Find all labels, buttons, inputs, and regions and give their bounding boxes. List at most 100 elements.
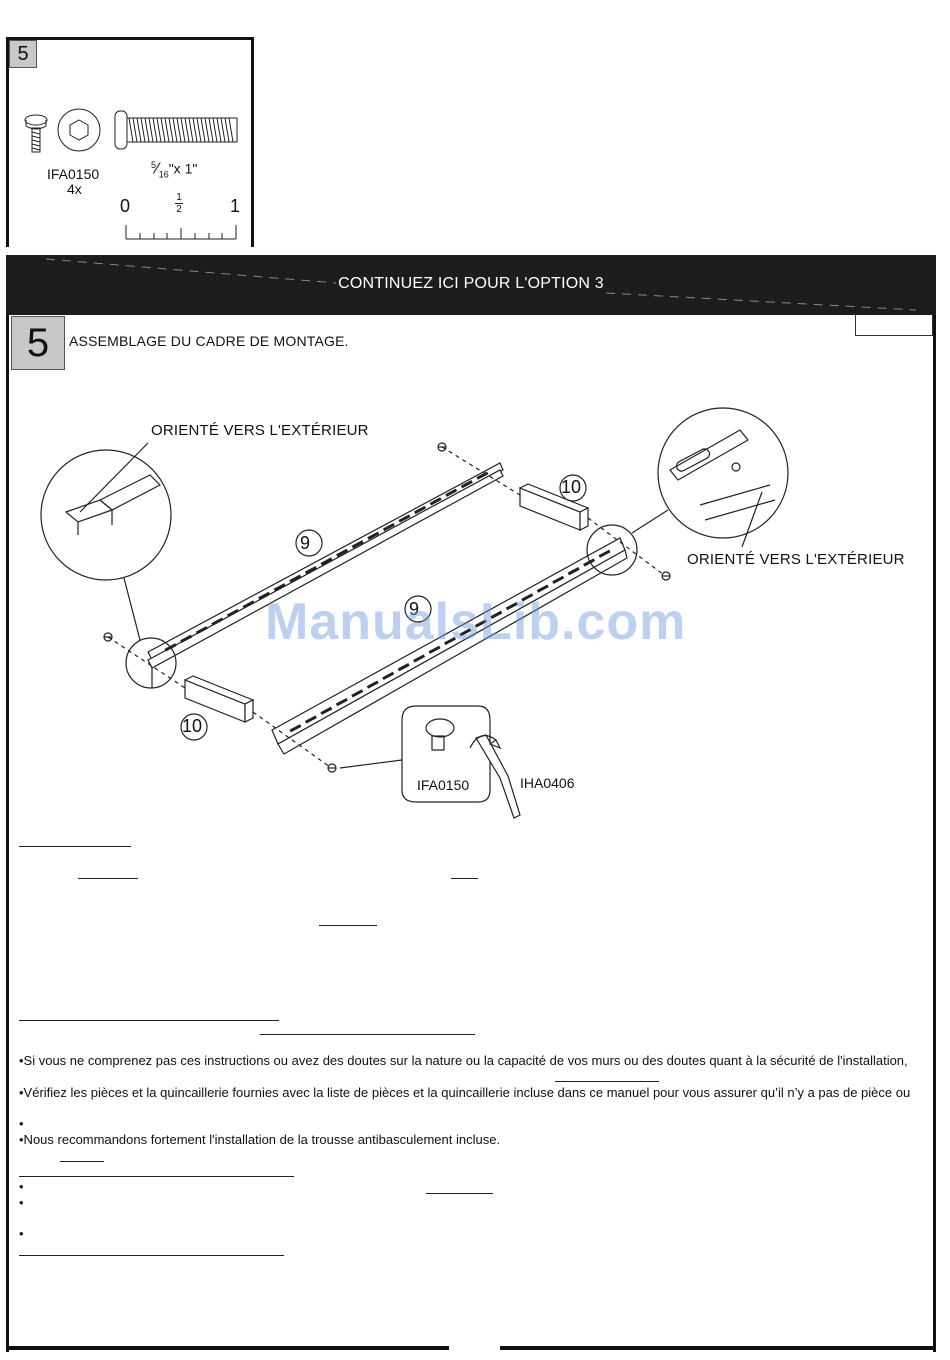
rail-slot <box>398 514 411 523</box>
part-label-9-upper: 9 <box>300 533 311 553</box>
rail-slot <box>460 480 473 489</box>
rail-slot <box>304 715 317 724</box>
note-line-2: •Vérifiez les pièces et la quincaillerie… <box>19 1085 911 1100</box>
screw-detail-icon <box>425 718 455 751</box>
rail-slot <box>258 591 271 601</box>
redacted-line <box>260 1034 475 1035</box>
rail-slot <box>195 626 208 635</box>
screw-icon <box>661 571 671 581</box>
rail-slot <box>459 628 472 637</box>
rail-slot <box>552 575 565 585</box>
part-label-10-lower: 10 <box>182 716 203 736</box>
bottom-border-right <box>500 1346 936 1350</box>
redacted-line <box>19 846 131 847</box>
hardware-part-code: IFA0150 <box>47 166 100 182</box>
rail-slot <box>242 600 255 609</box>
option-banner: CONTINUEZ ICI POUR L'OPTION 3 <box>6 255 936 315</box>
banner-dashes <box>45 258 917 311</box>
rail-slot <box>521 593 534 602</box>
hardware-illustration <box>24 108 238 240</box>
callout-left: ORIENTÉ VERS L'EXTÉRIEUR <box>151 422 369 439</box>
detail-circle-left <box>40 449 172 581</box>
screw-icon <box>437 442 447 452</box>
rail-slot <box>598 549 611 558</box>
banner-text: CONTINUEZ ICI POUR L'OPTION 3 <box>338 275 604 292</box>
rail-slot <box>320 557 333 566</box>
rail-slot <box>367 531 380 540</box>
corner-tab <box>855 314 933 336</box>
detail-bracket-right <box>669 429 776 521</box>
bolt-size-numerator: 5 <box>151 160 157 170</box>
rail-slot <box>428 645 441 654</box>
part-9-bubble-upper <box>295 529 323 557</box>
detail-target-right <box>586 524 638 576</box>
rail-slot <box>536 584 549 593</box>
rail-slot <box>414 505 427 515</box>
rail-slot <box>429 497 442 506</box>
scale-one: 1 <box>230 196 241 216</box>
hex-wrench-icon <box>469 734 521 819</box>
rail-slot <box>474 619 487 628</box>
rail-slot <box>289 724 302 733</box>
bolt-size-length: "x 1" <box>168 160 198 177</box>
part-10-bubble-lower <box>180 713 208 741</box>
screw-code-label: IFA0150 <box>417 777 470 793</box>
rail-slot <box>366 680 379 689</box>
watermark: ManualsLib.com <box>265 593 687 651</box>
rail-slot <box>583 558 596 567</box>
wrench-code-label: IHA0406 <box>520 775 575 791</box>
step-box: 5 ASSEMBLAGE DU CADRE DE MONTAGE. <box>6 314 936 1352</box>
rail-slot <box>567 567 580 576</box>
rail-slot <box>382 522 395 532</box>
step-number: 5 <box>11 316 65 370</box>
spacer-10-upper <box>518 483 590 531</box>
note-bullet: • <box>19 1179 24 1194</box>
rail-slot <box>289 574 302 583</box>
rail-slot <box>505 601 518 611</box>
rail-slot <box>490 610 503 619</box>
redacted-line <box>78 878 138 879</box>
rail-slot <box>413 654 426 663</box>
redacted-line <box>19 1255 284 1256</box>
redacted-line <box>60 1161 104 1162</box>
rail-slot <box>351 540 364 549</box>
bolt-size: 5⁄16"x 1" <box>151 160 198 180</box>
note-bullet: • <box>19 1116 24 1131</box>
part-9-bubble-lower <box>404 595 432 623</box>
step-title: ASSEMBLAGE DU CADRE DE MONTAGE. <box>69 333 349 349</box>
note-bullet: • <box>19 1226 24 1241</box>
rail-slot <box>382 671 395 681</box>
part-label-10-upper: 10 <box>561 477 582 497</box>
rail-slot <box>304 565 317 575</box>
scale-zero: 0 <box>120 196 131 216</box>
redacted-line <box>426 1193 493 1194</box>
screw-icon <box>327 763 337 773</box>
scale-half-numerator: 1 <box>176 192 182 203</box>
scale-half-denominator: 2 <box>175 203 183 215</box>
rail-slot <box>164 643 177 652</box>
screw-detail-frame <box>401 705 491 803</box>
bottom-border-left <box>6 1346 449 1350</box>
detail-bracket-left <box>64 474 162 535</box>
rail-slot <box>351 689 364 698</box>
assembly-diagram <box>40 407 789 819</box>
screw-icon <box>103 632 113 642</box>
hex-head-icon <box>57 108 101 152</box>
rail-slot <box>211 617 224 626</box>
rail-slot <box>273 583 286 592</box>
scale-ruler <box>125 225 237 240</box>
callout-right: ORIENTÉ VERS L'EXTÉRIEUR <box>687 551 905 568</box>
rail-slot <box>476 471 489 480</box>
hardware-quantity: 4x <box>67 181 82 197</box>
redacted-line <box>555 1081 659 1082</box>
note-line-3: •Nous recommandons fortement l'installat… <box>19 1132 501 1147</box>
bolt-size-denominator: 16 <box>158 169 169 180</box>
rail-slot <box>320 706 333 715</box>
redacted-line <box>451 878 478 879</box>
redacted-line <box>19 1176 294 1177</box>
rail-slot <box>443 636 457 646</box>
part-label-9-lower: 9 <box>409 599 420 619</box>
detail-circle-right <box>657 407 789 539</box>
rail-slot <box>336 548 349 558</box>
rail-slot <box>226 608 239 618</box>
